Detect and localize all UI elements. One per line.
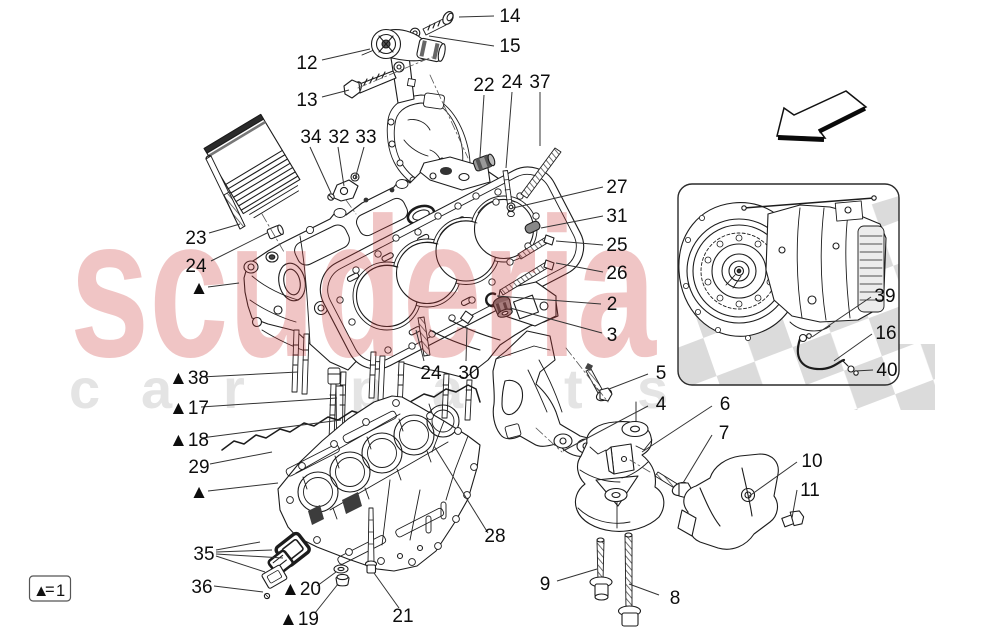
svg-text:7: 7 xyxy=(719,423,730,444)
svg-text:14: 14 xyxy=(499,6,521,27)
svg-text:35: 35 xyxy=(193,544,214,565)
svg-text:▲: ▲ xyxy=(190,278,209,299)
svg-text:a: a xyxy=(141,357,173,420)
svg-text:23: 23 xyxy=(185,228,206,249)
svg-text:10: 10 xyxy=(801,451,822,472)
svg-text:25: 25 xyxy=(606,235,627,256)
svg-text:8: 8 xyxy=(670,588,681,609)
svg-text:40: 40 xyxy=(876,360,897,381)
svg-text:scuderia: scuderia xyxy=(70,176,658,398)
svg-text:37: 37 xyxy=(529,72,550,93)
svg-text:5: 5 xyxy=(656,363,667,384)
svg-text:▲20: ▲20 xyxy=(281,579,321,600)
svg-text:27: 27 xyxy=(606,177,627,198)
svg-text:▲38: ▲38 xyxy=(169,368,209,389)
svg-text:11: 11 xyxy=(800,480,820,501)
svg-text:15: 15 xyxy=(499,36,520,57)
svg-text:30: 30 xyxy=(458,363,479,384)
svg-text:31: 31 xyxy=(606,206,627,227)
svg-text:▲: ▲ xyxy=(190,482,209,503)
svg-text:▲18: ▲18 xyxy=(169,430,209,451)
svg-text:▲19: ▲19 xyxy=(279,609,319,630)
svg-text:1: 1 xyxy=(56,582,65,600)
svg-text:6: 6 xyxy=(720,394,731,415)
svg-text:16: 16 xyxy=(875,323,896,344)
svg-text:2: 2 xyxy=(607,294,618,315)
svg-text:=: = xyxy=(45,581,55,599)
svg-text:3: 3 xyxy=(607,325,618,346)
svg-text:29: 29 xyxy=(188,457,209,478)
svg-text:26: 26 xyxy=(606,263,627,284)
svg-text:34: 34 xyxy=(300,127,322,148)
svg-text:12: 12 xyxy=(296,53,317,74)
svg-text:t: t xyxy=(564,357,583,420)
svg-text:21: 21 xyxy=(392,606,413,627)
svg-text:24: 24 xyxy=(420,363,442,384)
svg-text:28: 28 xyxy=(484,526,505,547)
svg-text:13: 13 xyxy=(296,90,317,111)
svg-text:32: 32 xyxy=(328,127,349,148)
svg-text:▲17: ▲17 xyxy=(169,398,209,419)
svg-text:24: 24 xyxy=(501,72,523,93)
svg-text:22: 22 xyxy=(473,75,494,96)
svg-text:▲: ▲ xyxy=(33,582,49,600)
svg-text:39: 39 xyxy=(874,286,895,307)
svg-text:c: c xyxy=(69,357,100,420)
svg-text:24: 24 xyxy=(185,256,207,277)
svg-text:9: 9 xyxy=(540,574,551,595)
svg-text:4: 4 xyxy=(656,394,667,415)
svg-text:33: 33 xyxy=(355,127,376,148)
svg-text:36: 36 xyxy=(191,577,212,598)
